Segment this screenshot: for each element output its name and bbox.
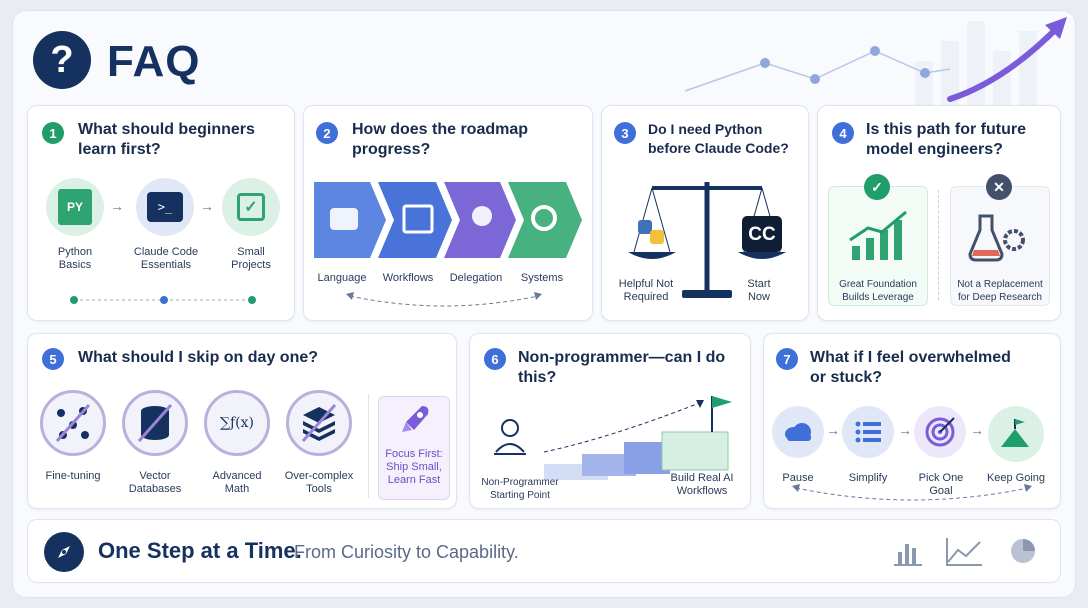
step-label: Python Basics (57, 246, 93, 271)
cc-icon-text: CC (748, 224, 776, 245)
yes-panel (828, 186, 928, 306)
dashed-loop-arrow (792, 484, 1032, 501)
faq-card-1: 1 What should beginners learn first? PY … (27, 105, 295, 321)
pie-chart-icon (1011, 539, 1035, 563)
faq-card-4: 4 Is this path for future model engineer… (817, 105, 1061, 321)
staircase-illustration (494, 396, 732, 480)
divider (368, 394, 369, 498)
faq-card-2: 2 How does the roadmap progress? Languag… (303, 105, 593, 321)
tagline-rest: From Curiosity to Capability. (294, 542, 519, 562)
math-icon-crossed: ∑ƒ(x) (204, 390, 270, 456)
start-label: Non-Programmer Starting Point (481, 477, 559, 501)
divider (938, 190, 939, 300)
balance-scale-icon (628, 182, 786, 298)
step-label: Delegation (449, 272, 503, 284)
rocket-icon (402, 406, 429, 432)
number-badge: 6 (484, 348, 506, 370)
faq-infographic: ? FAQ 1 What should beginners learn firs… (12, 10, 1076, 598)
number-badge: 1 (42, 122, 64, 144)
step-label: Simplify (848, 472, 888, 484)
line-chart-icon (946, 538, 982, 566)
step-label: Language (317, 272, 367, 284)
terminal-icon: >_ (136, 178, 194, 236)
arrow-icon: → (898, 422, 912, 438)
question-text: How does the roadmap progress? (352, 121, 529, 158)
checkbox-icon: ✓ (222, 178, 280, 236)
question-text: What should beginners learn first? (78, 121, 255, 158)
step-label: Small Projects (231, 246, 271, 271)
question-text: Is this path for future model engineers? (866, 121, 1026, 158)
number-badge: 3 (614, 122, 636, 144)
step-label: Pick One Goal (918, 472, 964, 497)
growth-bars-icon (849, 210, 907, 260)
number-badge: 2 (316, 122, 338, 144)
math-icon-text: ∑ƒ(x) (220, 415, 254, 431)
number-badge: 4 (832, 122, 854, 144)
skip-label: Fine-tuning (45, 470, 101, 482)
arrow-icon: → (200, 198, 214, 214)
step-label: Keep Going (986, 472, 1046, 484)
bar-chart-icon (894, 544, 922, 566)
database-icon-crossed (122, 390, 188, 456)
no-label: Not a Replacement for Deep Research (957, 279, 1043, 303)
start-now-label: Start Now (747, 278, 771, 303)
python-book-icon: PY (46, 178, 104, 236)
yes-label: Great Foundation Builds Leverage (839, 279, 917, 303)
progress-dots (70, 296, 256, 304)
page-title: FAQ (107, 37, 201, 86)
cloud-icon (772, 406, 824, 458)
question-icon: ? (33, 31, 91, 89)
arrow-icon: → (110, 198, 124, 214)
step-label: Claude Code Essentials (133, 246, 199, 271)
mountain-flag-icon (988, 406, 1044, 462)
growth-chart-decoration (684, 17, 1067, 121)
network-icon-crossed (40, 390, 106, 456)
question-text: Do I need Python before Claude Code? (648, 121, 789, 156)
question-text: What if I feel overwhelmed or stuck? (810, 349, 1011, 386)
dashed-arrow (346, 292, 542, 307)
list-icon (842, 406, 894, 458)
layers-icon-crossed (286, 390, 352, 456)
faq-card-6: 6 Non-programmer—can I do this? Non-Prog… (469, 333, 751, 509)
number-badge: 7 (776, 348, 798, 370)
roadmap-chevrons (314, 182, 582, 258)
skip-label: Advanced Math (212, 470, 262, 495)
helpful-label: Helpful Not Required (618, 278, 674, 303)
compass-icon (44, 532, 84, 572)
x-icon: ✕ (986, 174, 1012, 200)
step-label: Workflows (382, 272, 434, 284)
footer-banner: One Step at a Time. From Curiosity to Ca… (27, 519, 1061, 583)
focus-panel (378, 396, 450, 500)
python-icon-text: PY (58, 189, 92, 225)
arrow-icon: → (826, 422, 840, 438)
arrow-icon: → (970, 422, 984, 438)
check-icon: ✓ (864, 174, 890, 200)
faq-card-5: 5 What should I skip on day one? ∑ƒ(x) F… (27, 333, 457, 509)
tagline-bold: One Step at a Time. (98, 538, 302, 563)
question-text: What should I skip on day one? (78, 349, 319, 366)
faq-card-3: 3 Do I need Python before Claude Code? C… (601, 105, 809, 321)
skip-label: Vector Databases (128, 470, 182, 495)
step-label: Pause (782, 472, 814, 484)
skip-label: Over-complex Tools (284, 470, 354, 495)
focus-text: Focus First: Ship Small, Learn Fast (385, 448, 443, 486)
flask-gear-icon (968, 214, 1025, 262)
question-text: Non-programmer—can I do this? (518, 349, 726, 386)
end-label: Build Real AI Workflows (670, 472, 734, 497)
faq-card-7: 7 What if I feel overwhelmed or stuck? →… (763, 333, 1061, 509)
target-icon (914, 406, 966, 458)
step-label: Systems (520, 272, 564, 284)
number-badge: 5 (42, 348, 64, 370)
